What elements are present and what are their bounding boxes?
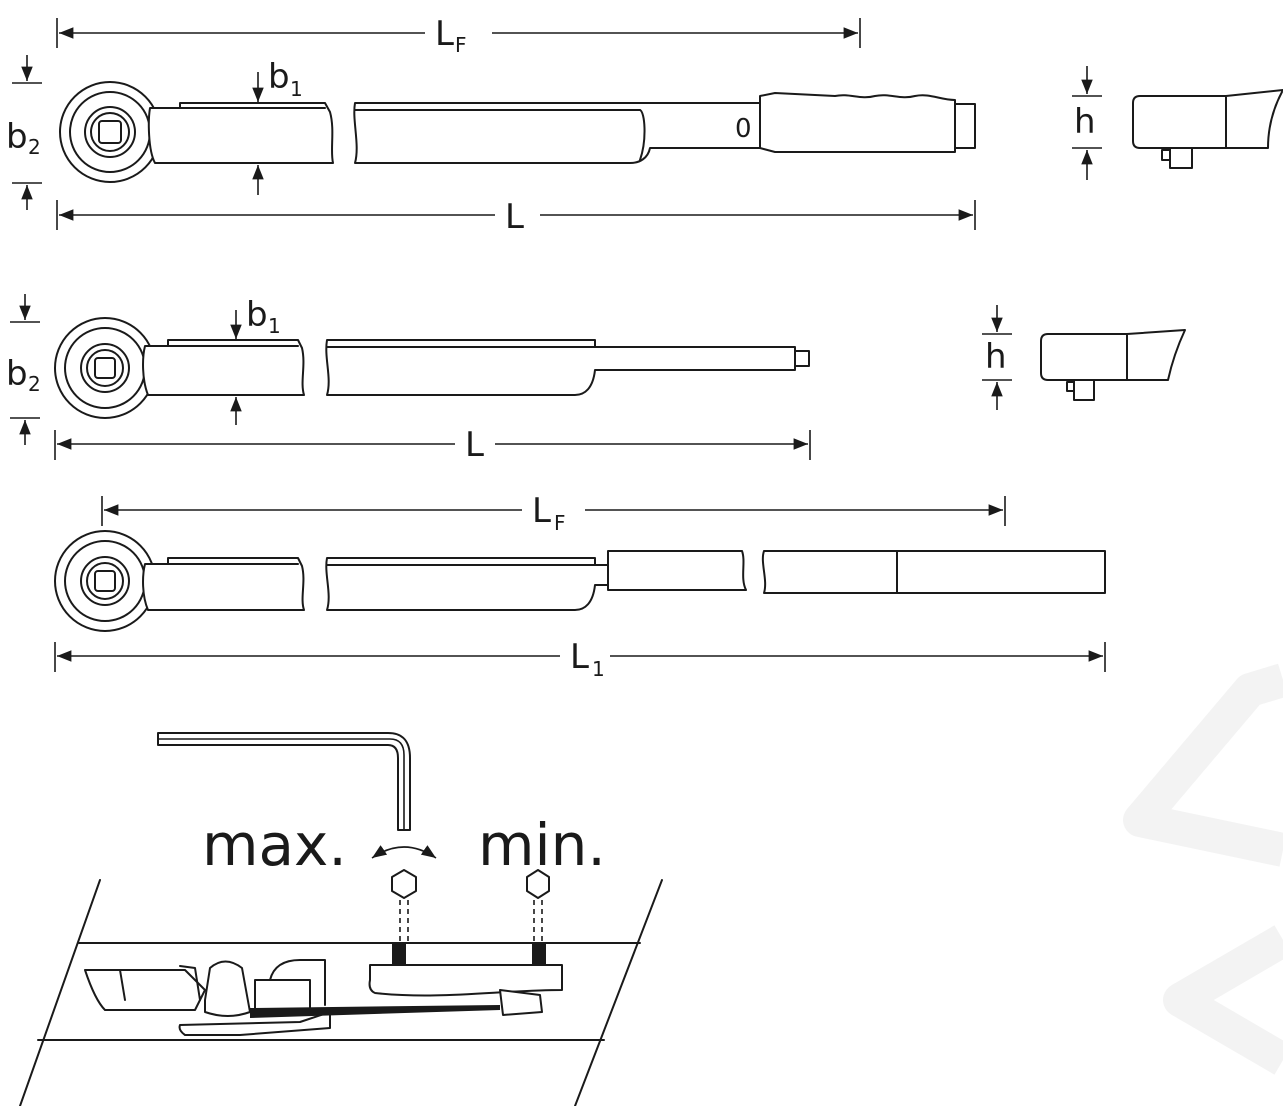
- l-label: L: [505, 197, 524, 237]
- ratchet-head: [59, 81, 161, 183]
- b2-label: b: [6, 354, 28, 394]
- svg-text:0: 0: [735, 114, 752, 144]
- square-drive-icon: [98, 120, 122, 144]
- min-label: min.: [478, 811, 606, 879]
- b2-subscript: 2: [28, 372, 41, 396]
- side-view-middle: h: [982, 305, 1186, 410]
- wrench-top: L F 0 b 1 b 2 L: [6, 14, 1283, 237]
- square-drive-icon: [94, 570, 116, 592]
- b1-label: b: [246, 295, 268, 335]
- l-label: L: [465, 425, 484, 465]
- b2-subscript: 2: [28, 135, 41, 159]
- lf-label: L: [435, 14, 454, 54]
- lf-subscript: F: [455, 33, 467, 57]
- hex-nut-icon: [391, 869, 417, 899]
- l1-subscript: 1: [592, 657, 605, 681]
- square-drive-icon: [94, 357, 116, 379]
- max-label: max.: [202, 811, 347, 879]
- watermark-logo: [1123, 663, 1283, 1075]
- b2-label: b: [6, 117, 28, 157]
- b1-subscript: 1: [290, 77, 303, 101]
- b1-subscript: 1: [268, 314, 281, 338]
- wrench-bottom: L F L 1: [54, 491, 1106, 681]
- wrench-middle: b 1 b 2 L h: [6, 294, 1186, 465]
- h-label: h: [985, 337, 1007, 377]
- hex-key-icon: [157, 732, 411, 831]
- adjustment-detail: max. min.: [19, 732, 663, 1106]
- l1-label: L: [570, 637, 589, 677]
- lf-label: L: [532, 491, 551, 531]
- b1-label: b: [268, 57, 290, 97]
- rotate-arrow-icon: [371, 845, 437, 859]
- lf-dimension-top: L F: [56, 14, 861, 57]
- hex-nut-icon: [526, 869, 550, 899]
- lf-subscript: F: [554, 511, 566, 535]
- side-view-top: h: [1072, 66, 1283, 180]
- h-label: h: [1074, 102, 1096, 142]
